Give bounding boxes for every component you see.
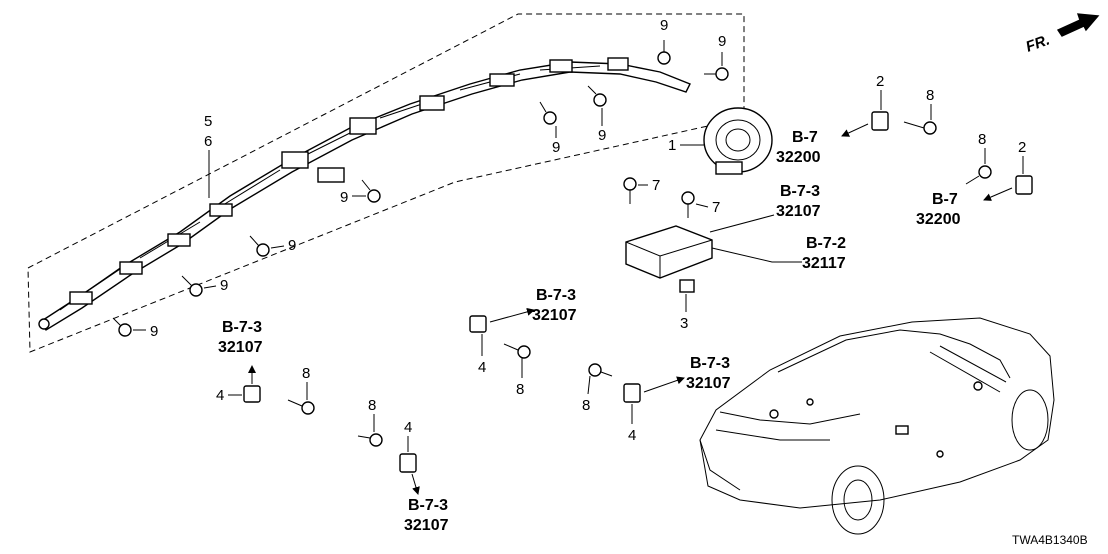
part-number-3: 3 (680, 315, 688, 332)
front-arrow-icon (1056, 13, 1100, 37)
svg-text:B-7-3: B-7-3 (408, 497, 448, 514)
part-number-4a: 4 (478, 359, 486, 376)
impact-sensor-part[interactable] (1015, 175, 1033, 195)
bolt-icon[interactable] (903, 121, 937, 135)
svg-text:32200: 32200 (776, 149, 821, 166)
part-number-8a: 8 (926, 87, 934, 104)
part-number-8c: 8 (516, 381, 524, 398)
part-number-9f: 9 (598, 127, 606, 144)
part-number-9g: 9 (660, 17, 668, 34)
part-number-4b: 4 (628, 427, 636, 444)
clock-spring-part[interactable] (703, 107, 773, 175)
part-number-5: 5 (204, 113, 212, 130)
bolt-icon[interactable] (539, 101, 557, 125)
bolt-icon[interactable] (503, 343, 531, 359)
bolt-icon[interactable] (588, 363, 613, 377)
ref-b73-srs[interactable]: B-7-3 32107 (776, 183, 821, 220)
svg-text:32200: 32200 (916, 211, 961, 228)
svg-text:B-7-3: B-7-3 (690, 355, 730, 372)
curtain-airbag-part[interactable] (38, 57, 691, 331)
svg-text:32107: 32107 (404, 517, 449, 534)
bolt-icon[interactable] (249, 235, 270, 257)
svg-text:B-7-2: B-7-2 (806, 235, 846, 252)
bolt-icon[interactable] (361, 179, 381, 203)
bolt-9-group: 9 9 9 9 9 9 9 9 (112, 17, 729, 340)
svg-text:32107: 32107 (532, 307, 577, 324)
bolt-icon[interactable] (357, 433, 383, 447)
ref-b73-bottom[interactable]: B-7-3 32107 (404, 497, 449, 534)
svg-text:32107: 32107 (218, 339, 263, 356)
part-number-1: 1 (668, 137, 676, 154)
part-number-9d: 9 (340, 189, 348, 206)
svg-text:32107: 32107 (686, 375, 731, 392)
part-number-9a: 9 (150, 323, 158, 340)
diagram-code: TWA4B1340B (1012, 533, 1088, 547)
impact-sensor-part[interactable] (469, 315, 487, 333)
bolt-icon[interactable] (704, 67, 729, 81)
svg-text:32107: 32107 (776, 203, 821, 220)
ref-b7-a[interactable]: B-7 32200 (776, 129, 821, 166)
impact-sensor-part[interactable] (871, 111, 889, 131)
impact-sensor-part[interactable] (623, 383, 641, 403)
bolt-icon[interactable] (181, 275, 203, 297)
vehicle-illustration (699, 317, 1055, 535)
svg-text:32117: 32117 (802, 255, 846, 272)
part-number-7a: 7 (652, 177, 660, 194)
svg-text:B-7-3: B-7-3 (780, 183, 820, 200)
part-number-2b: 2 (1018, 139, 1026, 156)
ref-b7-b[interactable]: B-7 32200 (916, 191, 961, 228)
part-number-8b: 8 (978, 131, 986, 148)
part-number-8e: 8 (302, 365, 310, 382)
bolt-icon[interactable] (287, 399, 315, 415)
bolt-icon[interactable] (657, 40, 671, 65)
bolt-icon[interactable] (965, 165, 992, 185)
ref-b72[interactable]: B-7-2 32117 (802, 235, 846, 272)
part-number-8d: 8 (582, 397, 590, 414)
svg-text:B-7: B-7 (932, 191, 958, 208)
part-number-4c: 4 (216, 387, 224, 404)
svg-text:B-7-3: B-7-3 (222, 319, 262, 336)
impact-sensor-part[interactable] (243, 385, 261, 403)
svg-text:FR.: FR. (1024, 32, 1053, 56)
bolt-icon[interactable] (587, 85, 607, 107)
part-number-4d: 4 (404, 419, 412, 436)
front-direction-indicator: FR. (1024, 13, 1100, 56)
svg-text:B-7-3: B-7-3 (536, 287, 576, 304)
part-number-9h: 9 (718, 33, 726, 50)
part-number-9i: 8 (368, 397, 376, 414)
bolt-icon[interactable] (623, 177, 637, 204)
bolt-icon[interactable] (681, 191, 695, 218)
ref-b73-center[interactable]: B-7-3 32107 (532, 287, 577, 324)
part-number-9b: 9 (220, 277, 228, 294)
ref-b73-left[interactable]: B-7-3 32107 (218, 319, 263, 356)
part-number-2a: 2 (876, 73, 884, 90)
part-number-7b: 7 (712, 199, 720, 216)
svg-text:B-7: B-7 (792, 129, 818, 146)
bolt-icon[interactable] (112, 317, 132, 337)
part-number-6: 6 (204, 133, 212, 150)
ref-b73-right[interactable]: B-7-3 32107 (686, 355, 731, 392)
part-number-9c: 9 (288, 237, 296, 254)
part-number-9e: 9 (552, 139, 560, 156)
impact-sensor-part[interactable] (399, 453, 417, 473)
srs-unit-part[interactable] (625, 225, 713, 293)
